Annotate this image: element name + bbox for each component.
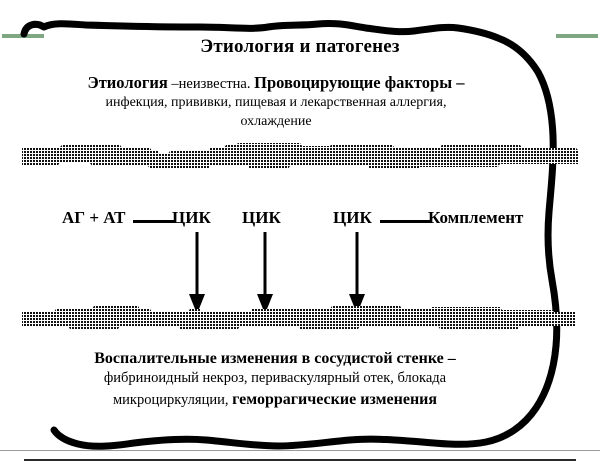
etiology-paragraph: Этиология –неизвестна. Провоцирующие фак… xyxy=(36,72,516,131)
etiology-line-2: инфекция, прививки, пищевая и лекарствен… xyxy=(105,95,447,111)
chain-label-complement: Комплемент xyxy=(428,208,524,227)
divider-band-top xyxy=(22,143,578,169)
chain-label-cik-2: ЦИК xyxy=(242,208,281,227)
etiology-unknown-text: –неизвестна. xyxy=(167,76,255,92)
arrow-down-2 xyxy=(257,232,273,314)
inflammation-line-1: Воспалительные изменения в сосудистой ст… xyxy=(94,350,456,367)
divider-band-bottom xyxy=(22,306,576,329)
reaction-chain-row: АГ + АТ ЦИК ЦИК ЦИК Комплемент xyxy=(0,208,600,234)
etiology-term: Этиология xyxy=(87,73,168,92)
microcirculation-text: микроциркуляции, xyxy=(112,391,233,408)
provoking-factors-term: Провоцирующие факторы – xyxy=(254,73,465,92)
chain-label-cik-3: ЦИК xyxy=(333,208,372,227)
inflammation-line-3: микроциркуляции, геморрагические изменен… xyxy=(32,389,518,410)
inflammation-paragraph: Воспалительные изменения в сосудистой ст… xyxy=(32,348,518,410)
chain-label-cik-1: ЦИК xyxy=(172,208,211,227)
footer-rule-thick xyxy=(24,459,576,461)
chain-connector-1 xyxy=(133,220,175,223)
etiology-line-1: Этиология –неизвестна. Провоцирующие фак… xyxy=(36,72,516,94)
arrow-down-3 xyxy=(349,232,365,314)
arrow-down-1 xyxy=(189,232,205,314)
chain-connector-2 xyxy=(380,220,430,223)
accent-rule-right xyxy=(556,34,598,38)
hemorrhagic-changes-text: геморрагические изменения xyxy=(232,390,438,408)
footer-rule-thin xyxy=(0,450,600,451)
chain-label-ag-at: АГ + АТ xyxy=(62,208,126,227)
inflammation-line-2: фибриноидный некроз, периваскулярный оте… xyxy=(103,370,447,387)
slide-title: Этиология и патогенез xyxy=(200,36,400,57)
etiology-line-3: охлаждение xyxy=(240,113,312,129)
